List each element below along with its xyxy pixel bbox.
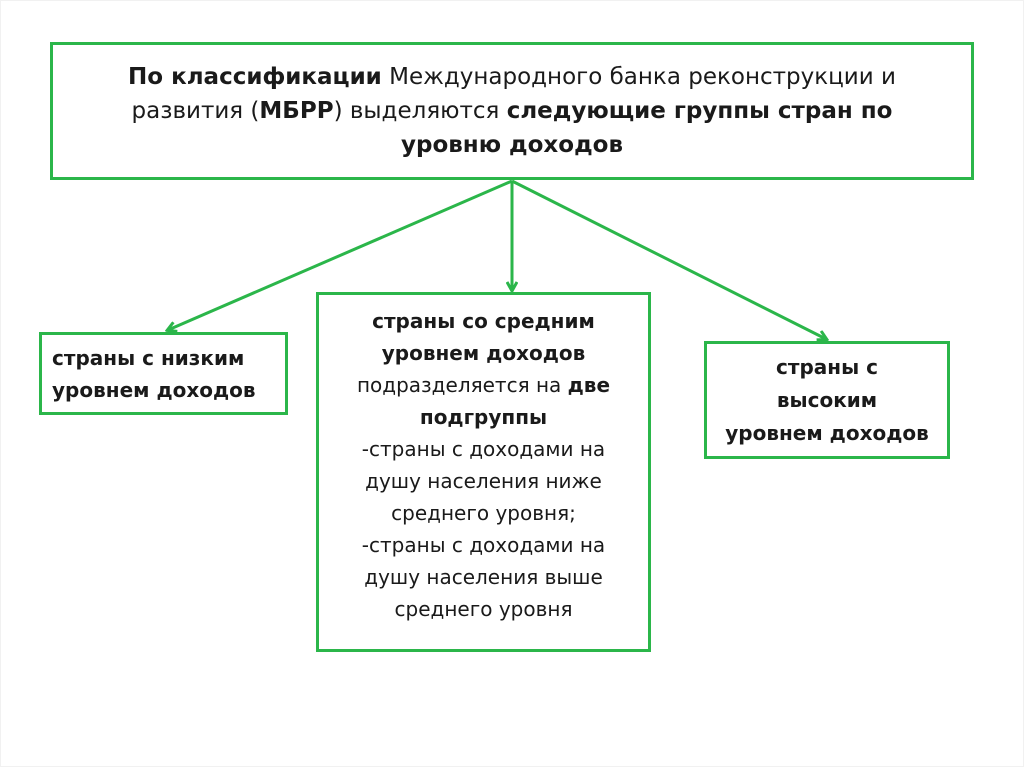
middle-income-bold-phrase: две [567, 373, 611, 397]
middle-income-heading-1: страны со средним [372, 309, 595, 333]
low-income-line-2: уровнем доходов [52, 377, 256, 402]
low-income-box: страны с низким уровнем доходов [39, 332, 288, 415]
middle-income-box: страны со средним уровнем доходов подраз… [316, 292, 651, 652]
high-income-line-1: страны с [776, 354, 878, 379]
high-income-box: страны с высоким уровнем доходов [704, 341, 950, 459]
middle-income-line-7: среднего уровня; [391, 501, 576, 525]
middle-income-line-6: душу населения ниже [365, 469, 602, 493]
middle-income-heading-2: уровнем доходов [381, 341, 586, 365]
middle-income-line-5: -страны с доходами на [361, 437, 606, 461]
classification-title-box: По классификации Международного банка ре… [50, 42, 974, 180]
middle-income-line-8: -страны с доходами на [361, 533, 606, 557]
high-income-line-2: высоким [776, 387, 878, 412]
low-income-line-1: страны с низким [52, 345, 245, 370]
middle-income-line-9: душу населения выше [364, 565, 603, 589]
title-bold-phrase: следующие группы стран по [506, 98, 893, 124]
title-line-2: развития (МБРР) выделяются следующие гру… [132, 94, 893, 128]
middle-income-line-4: подгруппы [419, 405, 548, 429]
middle-income-line-3: подразделяется на две [357, 369, 610, 401]
title-line-1: По классификации Международного банка ре… [128, 60, 896, 94]
middle-income-line-10: среднего уровня [394, 597, 573, 621]
high-income-line-3: уровнем доходов [725, 420, 929, 445]
title-line-3: уровню доходов [400, 132, 623, 158]
middle-income-phrase: подразделяется на [356, 373, 568, 397]
title-phrase: Международного банка реконструкции и [381, 64, 896, 90]
title-phrase: развития ( [131, 98, 260, 124]
title-abbreviation: МБРР [259, 98, 334, 124]
title-bold-phrase: По классификации [128, 64, 382, 90]
title-phrase: ) выделяются [333, 98, 507, 124]
